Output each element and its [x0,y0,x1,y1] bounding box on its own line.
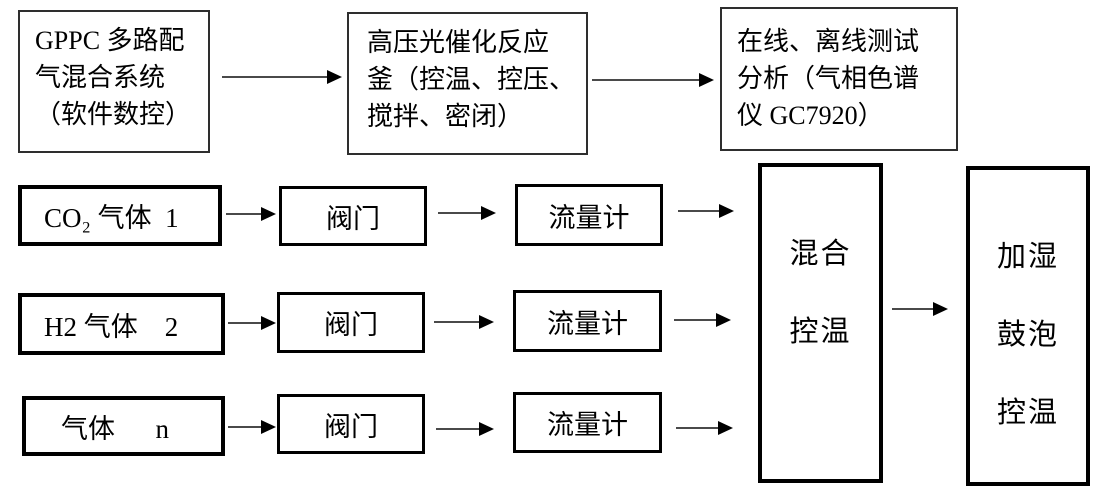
arrow-reactor-to-analysis [592,73,714,87]
mixing-temperature-box: 混合 控温 [758,163,883,483]
valve-row2-box: 阀门 [277,292,425,353]
arrow-row3-valve-to-flowmeter [436,422,494,436]
humidifier-line-1: 加湿 [996,241,1059,273]
valve-row3-box: 阀门 [277,394,425,454]
mixing-line-2: 控温 [789,316,852,348]
flowmeter-row2-box: 流量计 [513,290,662,352]
flowmeter-row1-label: 流量计 [548,202,630,233]
arrow-row3-flowmeter-to-mixing [676,421,733,435]
gppc-system-box: GPPC 多路配 气混合系统 （软件数控） [18,10,210,153]
gas-source-co2-box: CO₂ 气体 1 [18,185,222,246]
valve-row3-label: 阀门 [324,411,378,442]
gppc-system-line-3: （软件数控） [35,100,192,129]
flowmeter-row2-label: 流量计 [547,308,628,339]
gppc-system-line-2: 气混合系统 [35,63,166,92]
mixing-line-1: 混合 [789,238,852,270]
gas-source-h2-box: H2 气体 2 [18,293,225,355]
reactor-line-3: 搅拌、密闭） [367,102,524,131]
reactor-box: 高压光催化反应 釜（控温、控压、 搅拌、密闭） [347,12,588,155]
gas-source-n-label: 气体 n [61,413,169,444]
reactor-line-2: 釜（控温、控压、 [367,65,576,94]
arrow-mixing-to-humidifier [892,302,948,316]
gas-source-co2-label: CO₂ 气体 1 [44,203,179,233]
humidifier-bubbler-box: 加湿 鼓泡 控温 [966,166,1090,486]
analysis-box: 在线、离线测试 分析（气相色谱 仪 GC7920） [720,7,958,151]
arrow-row1-flowmeter-to-mixing [678,204,734,218]
flowmeter-row3-label: 流量计 [547,410,628,440]
arrow-row3-source-to-valve [228,420,276,434]
reactor-line-1: 高压光催化反应 [367,28,550,57]
arrow-row1-source-to-valve [226,207,276,221]
arrow-row2-valve-to-flowmeter [434,315,494,329]
analysis-line-3: 仪 GC7920） [737,101,884,130]
humidifier-line-2: 鼓泡 [996,319,1059,351]
analysis-line-2: 分析（气相色谱 [737,64,920,93]
arrow-row2-flowmeter-to-mixing [674,313,731,327]
arrow-row1-valve-to-flowmeter [438,206,496,220]
analysis-line-1: 在线、离线测试 [737,27,920,56]
humidifier-line-3: 控温 [996,397,1059,429]
valve-row2-label: 阀门 [324,310,378,340]
gppc-system-line-1: GPPC 多路配 [35,26,185,55]
flowmeter-row3-box: 流量计 [513,392,662,453]
arrow-row2-source-to-valve [228,316,276,330]
gas-source-n-box: 气体 n [22,396,225,456]
valve-row1-label: 阀门 [326,203,380,234]
valve-row1-box: 阀门 [279,186,427,246]
flowmeter-row1-box: 流量计 [515,184,663,246]
gas-source-h2-label: H2 气体 2 [44,311,179,342]
arrow-gppc-to-reactor [222,70,342,84]
